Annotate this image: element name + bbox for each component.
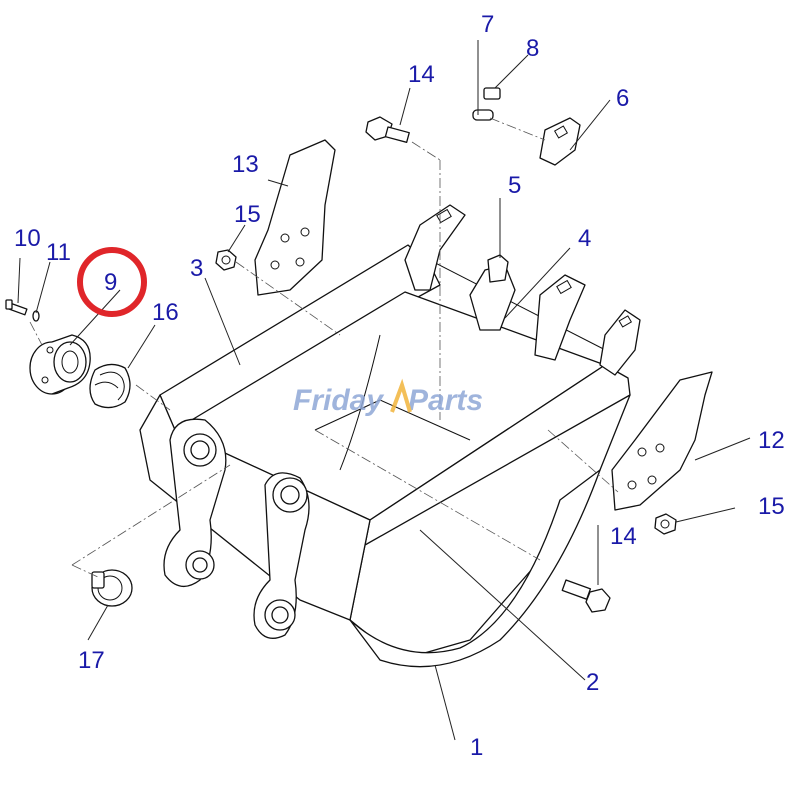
hinge-bracket-right <box>253 472 310 639</box>
highlight-circle-part9 <box>77 247 147 317</box>
callout-10: 10 <box>14 225 41 252</box>
leader-lines <box>17 40 751 741</box>
cap-part17 <box>91 569 133 607</box>
callout-9: 9 <box>104 269 117 296</box>
callout-16: 16 <box>152 299 179 326</box>
callout-13: 13 <box>232 151 259 178</box>
callout-6: 6 <box>616 85 629 112</box>
bolt-part14-bottom <box>561 579 611 613</box>
side-cutter-part13 <box>254 139 336 296</box>
callout-14-top: 14 <box>408 61 435 88</box>
nut-part15-left <box>215 249 237 271</box>
bushing-part9 <box>29 334 91 395</box>
watermark-accent-mark <box>390 378 412 413</box>
bolt-part14-top <box>365 116 410 144</box>
callout-12: 12 <box>758 427 785 454</box>
callout-17: 17 <box>78 647 105 674</box>
tooth-pin-part5 <box>487 254 509 283</box>
tooth-point-part6 <box>539 117 581 166</box>
callout-11: 11 <box>46 239 71 266</box>
side-cutter-part12 <box>611 371 713 511</box>
shims-part16 <box>89 363 131 409</box>
washer-part11 <box>32 310 40 322</box>
callout-15-right: 15 <box>758 493 785 520</box>
callout-5: 5 <box>508 172 521 199</box>
pin-part7-8 <box>472 87 501 121</box>
nut-part15-right <box>654 513 677 535</box>
assembly-lines <box>29 117 619 579</box>
watermark: Friday Parts <box>293 378 483 417</box>
callout-3: 3 <box>190 255 203 282</box>
callout-2: 2 <box>586 669 599 696</box>
watermark-text-part2: Parts <box>408 384 483 417</box>
callout-labels: 1 2 3 4 5 6 7 8 9 10 11 12 13 14 14 15 1… <box>14 11 785 761</box>
callout-14-bottom: 14 <box>610 523 637 550</box>
callout-4: 4 <box>578 225 591 252</box>
callout-1: 1 <box>470 734 483 761</box>
callout-7: 7 <box>481 11 494 38</box>
callout-15-left: 15 <box>234 201 261 228</box>
callout-8: 8 <box>526 35 539 62</box>
hinge-bracket-left <box>163 418 227 587</box>
bucket-body <box>139 244 631 668</box>
watermark-text-part1: Friday <box>293 384 384 417</box>
bolt-part10 <box>5 299 28 316</box>
